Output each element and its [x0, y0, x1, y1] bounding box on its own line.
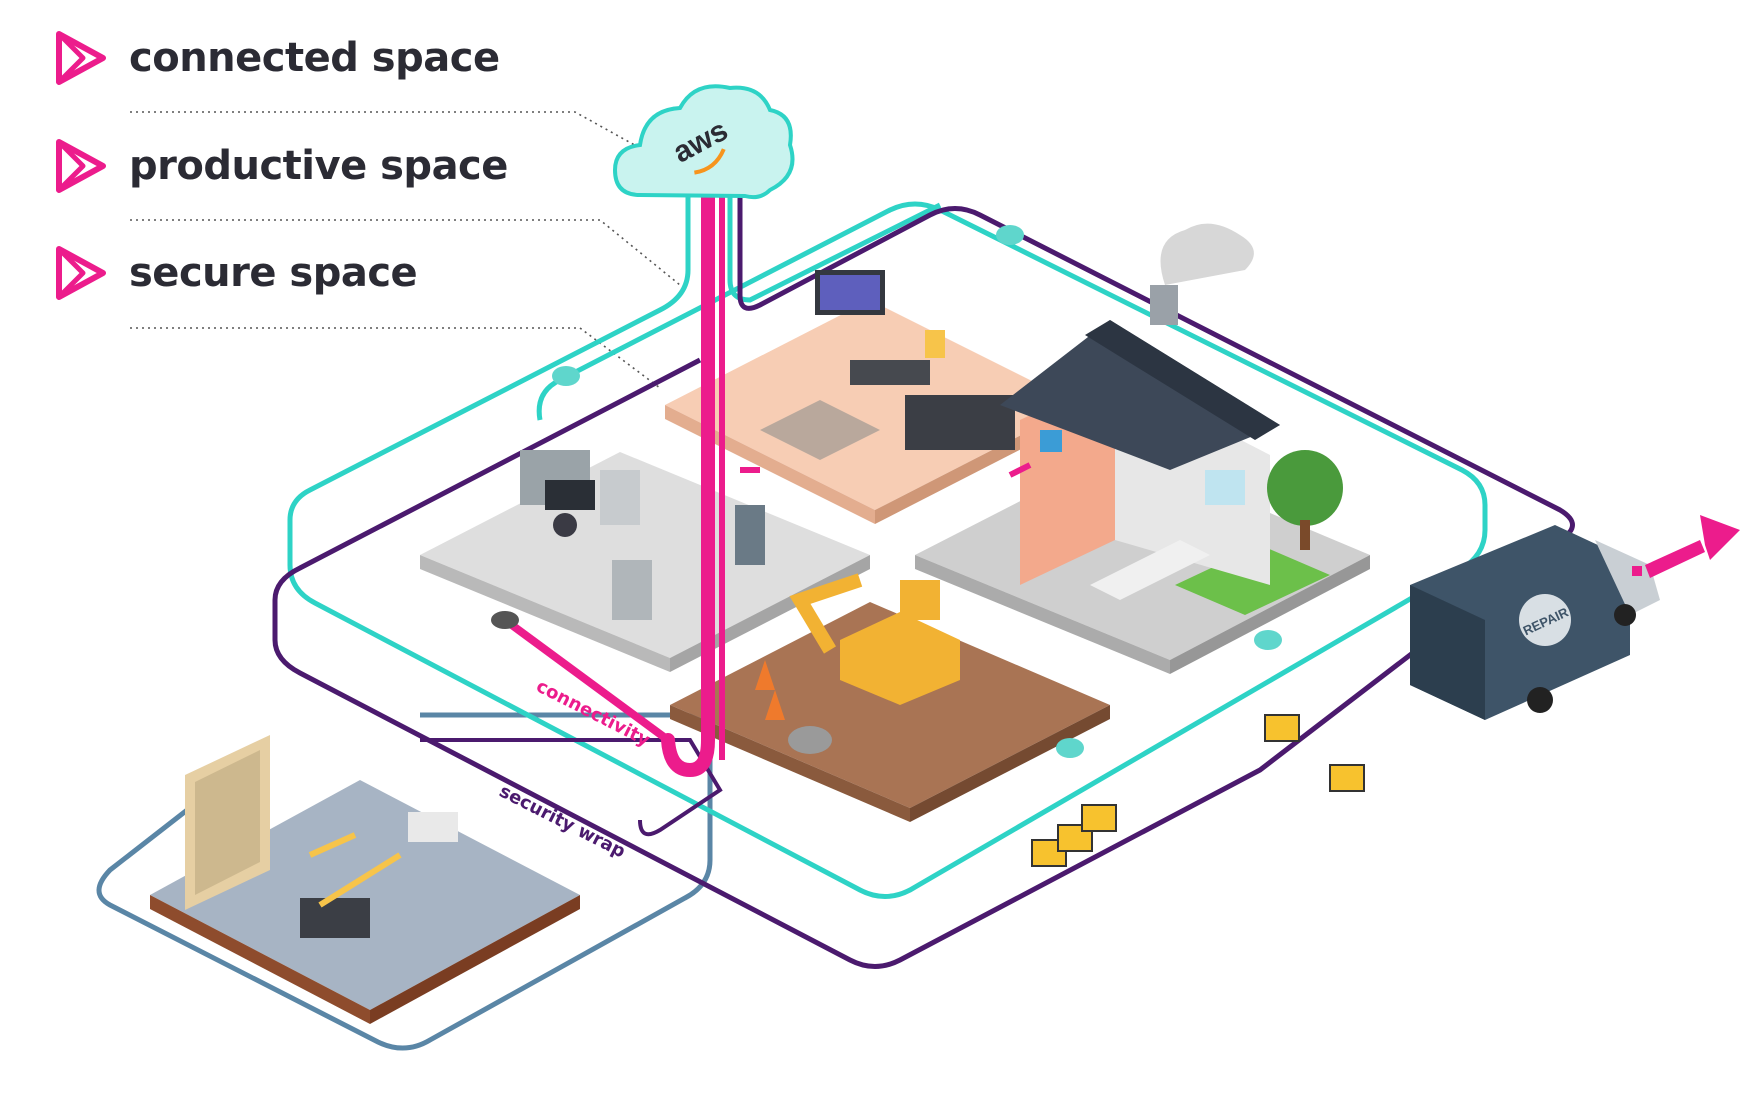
purple-left-arm — [272, 357, 702, 601]
exit-arrow — [1632, 515, 1740, 578]
leader-lines — [130, 111, 681, 389]
legend-item-productive-space: productive space — [55, 136, 508, 196]
legend-label: productive space — [129, 143, 508, 189]
repair-van: REPAIR — [1410, 525, 1660, 720]
teal-riser-2 — [727, 160, 942, 303]
house — [1000, 223, 1343, 600]
living-room-platform — [665, 270, 1080, 524]
security-wrap-label: security wrap — [496, 781, 629, 863]
legend-label: secure space — [129, 250, 418, 296]
legend-item-secure-space: secure space — [55, 243, 418, 303]
aws-cloud: aws — [612, 84, 795, 200]
iot-cloud-nodes — [552, 225, 1282, 758]
play-triangle-icon — [56, 31, 106, 85]
connectivity-cable — [491, 163, 1032, 778]
play-triangle-icon — [56, 246, 106, 300]
toolboxes — [1031, 714, 1365, 867]
legend-label: connected space — [129, 35, 500, 81]
teal-loop — [287, 201, 1488, 899]
construction-platform — [670, 573, 1110, 822]
security-platform — [150, 735, 580, 1024]
play-triangle-icon — [56, 139, 106, 193]
security-wrap-inner — [420, 738, 723, 837]
teal-riser — [287, 150, 691, 521]
purple-loop — [272, 160, 1575, 969]
legend-item-connected-space: connected space — [55, 28, 500, 88]
